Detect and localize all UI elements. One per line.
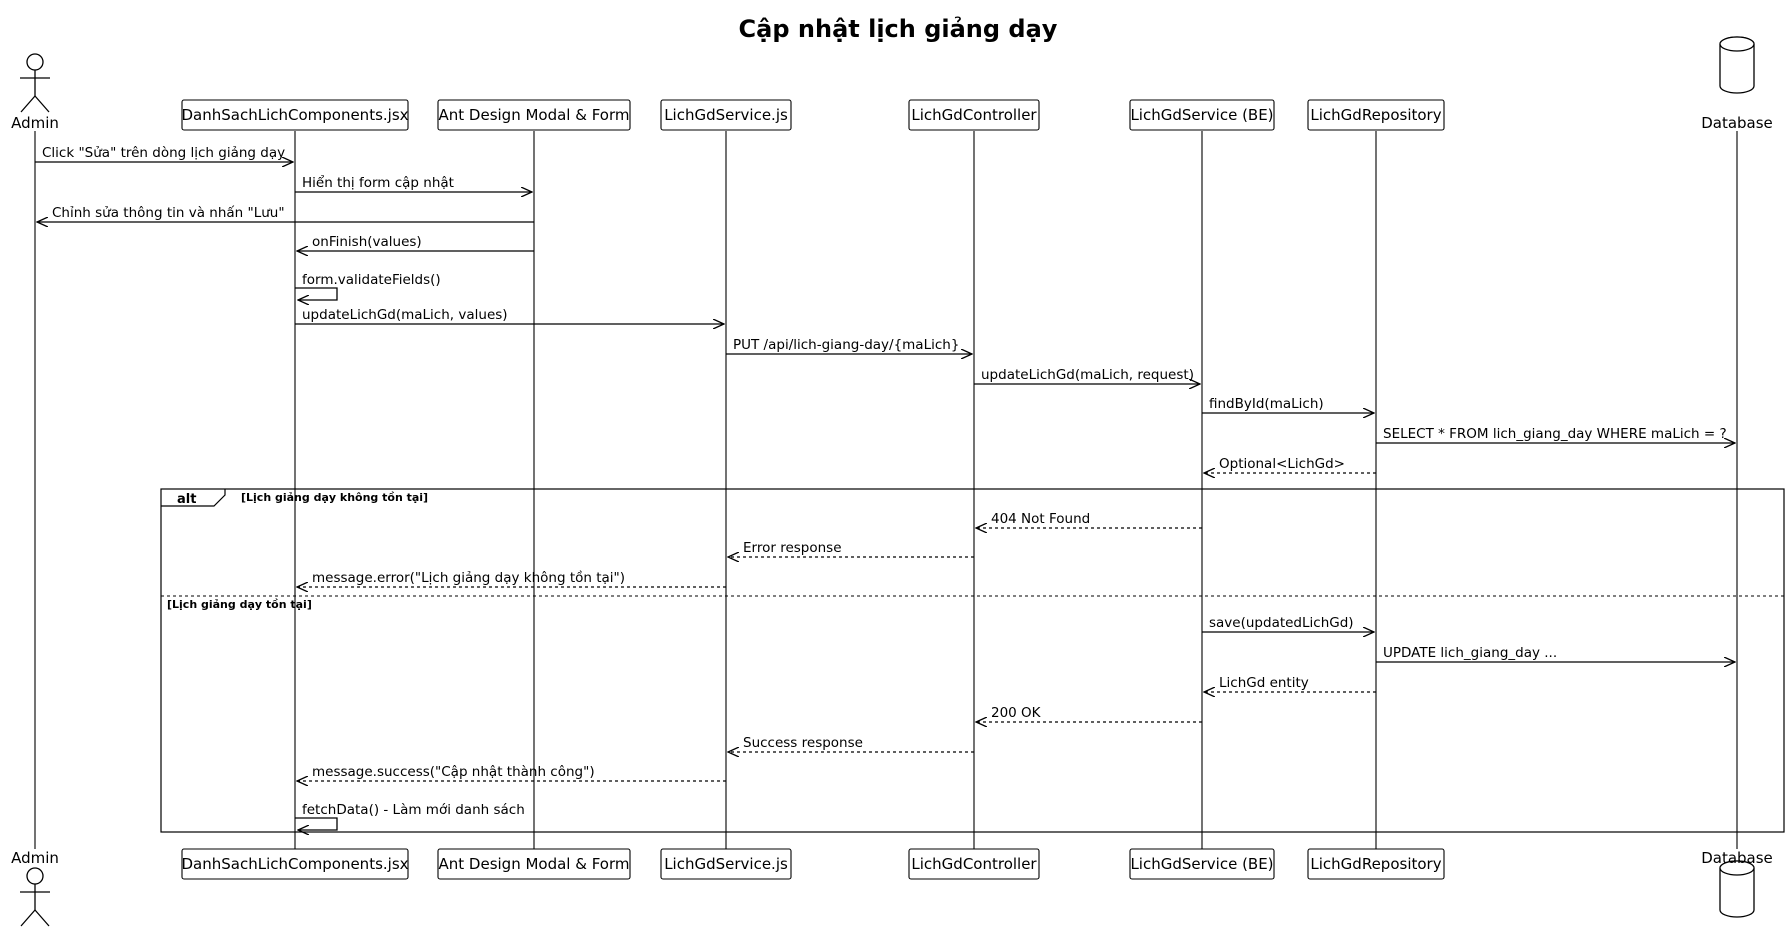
participant-label: Database: [1701, 114, 1773, 132]
participant-ctrl-top: LichGdController: [908, 99, 1040, 131]
participant-besvc-top: LichGdService (BE): [1129, 99, 1275, 131]
participants: AdminAdminDanhSachLichComponents.jsxDanh…: [11, 36, 1773, 927]
participant-label: LichGdService (BE): [1130, 106, 1273, 124]
message-3: Chỉnh sửa thông tin và nhấn "Lưu": [37, 205, 534, 222]
message-label: Optional<LichGd>: [1219, 456, 1345, 472]
messages: Click "Sửa" trên dòng lịch giảng dạyHiển…: [35, 145, 1735, 830]
participant-label: DanhSachLichComponents.jsx: [181, 855, 408, 873]
message-2: Hiển thị form cập nhật: [295, 174, 532, 192]
message-label: fetchData() - Làm mới danh sách: [302, 802, 525, 818]
participant-db-top: Database: [1701, 36, 1773, 132]
participant-label: Database: [1701, 849, 1773, 867]
message-12: 404 Not Found: [976, 511, 1202, 528]
message-label: updateLichGd(maLich, values): [302, 307, 508, 323]
message-4: onFinish(values): [297, 234, 534, 251]
message-label: PUT /api/lich-giang-day/{maLich}: [733, 337, 959, 353]
message-11: Optional<LichGd>: [1204, 456, 1376, 473]
participant-besvc-bottom: LichGdService (BE): [1129, 848, 1275, 880]
participant-label: LichGdRepository: [1310, 855, 1441, 873]
message-21: fetchData() - Làm mới danh sách: [295, 802, 525, 830]
lifelines: [34, 131, 1738, 849]
diagram-title: Cập nhật lịch giảng dạy: [739, 15, 1058, 43]
participant-label: LichGdService.js: [664, 855, 788, 873]
participant-ui-top: DanhSachLichComponents.jsx: [181, 99, 409, 131]
message-10: SELECT * FROM lich_giang_day WHERE maLic…: [1376, 426, 1735, 443]
message-9: findById(maLich): [1202, 396, 1374, 413]
participant-ctrl-bottom: LichGdController: [908, 848, 1040, 880]
message-17: LichGd entity: [1204, 675, 1376, 692]
message-label: Error response: [743, 540, 842, 556]
alt-keyword: alt: [177, 492, 196, 507]
alt-fragment: alt [Lịch giảng dạy không tồn tại] [Lịch g…: [160, 488, 1785, 833]
message-label: 404 Not Found: [991, 511, 1090, 527]
participant-modal-bottom: Ant Design Modal & Form: [437, 848, 631, 880]
message-7: PUT /api/lich-giang-day/{maLich}: [726, 337, 972, 354]
message-20: message.success("Cập nhật thành công"): [297, 764, 726, 781]
participant-label: LichGdService (BE): [1130, 855, 1273, 873]
message-label: save(updatedLichGd): [1209, 615, 1354, 631]
participant-label: DanhSachLichComponents.jsx: [181, 106, 408, 124]
message-label: LichGd entity: [1219, 675, 1309, 691]
participant-ui-bottom: DanhSachLichComponents.jsx: [181, 848, 409, 880]
actor-icon: [20, 867, 50, 927]
participant-label: Ant Design Modal & Form: [439, 106, 630, 124]
message-1: Click "Sửa" trên dòng lịch giảng dạy: [35, 145, 293, 162]
message-label: findById(maLich): [1209, 396, 1324, 412]
alt-tab: [161, 489, 226, 507]
database-icon: [1719, 860, 1755, 918]
message-label: updateLichGd(maLich, request): [981, 367, 1194, 383]
message-18: 200 OK: [976, 705, 1202, 722]
alt-frame: [160, 488, 1785, 833]
participant-label: LichGdController: [911, 855, 1037, 873]
message-15: save(updatedLichGd): [1202, 615, 1374, 632]
message-label: Success response: [743, 735, 863, 751]
participant-modal-top: Ant Design Modal & Form: [437, 99, 631, 131]
actor-icon: [20, 53, 50, 113]
message-16: UPDATE lich_giang_day ...: [1376, 645, 1735, 662]
participant-label: LichGdService.js: [664, 106, 788, 124]
message-19: Success response: [728, 735, 974, 752]
alt-condition-2: [Lịch giảng dạy tồn tại]: [167, 598, 312, 611]
participant-admin-top: Admin: [11, 53, 59, 132]
participant-repo-top: LichGdRepository: [1307, 99, 1445, 131]
message-6: updateLichGd(maLich, values): [295, 307, 724, 324]
alt-condition-1: [Lịch giảng dạy không tồn tại]: [241, 491, 428, 504]
participant-fesvc-bottom: LichGdService.js: [660, 848, 792, 880]
message-label: message.error("Lịch giảng dạy không tồn …: [312, 569, 625, 586]
message-label: form.validateFields(): [302, 272, 441, 288]
participant-repo-bottom: LichGdRepository: [1307, 848, 1445, 880]
message-label: Click "Sửa" trên dòng lịch giảng dạy: [42, 145, 285, 161]
self-message-arrow: [295, 287, 338, 300]
participant-label: LichGdRepository: [1310, 106, 1441, 124]
message-8: updateLichGd(maLich, request): [974, 367, 1200, 384]
participant-label: Admin: [11, 849, 59, 867]
message-label: 200 OK: [991, 705, 1042, 721]
participant-fesvc-top: LichGdService.js: [660, 99, 792, 131]
message-13: Error response: [728, 540, 974, 557]
participant-label: LichGdController: [911, 106, 1037, 124]
message-label: SELECT * FROM lich_giang_day WHERE maLic…: [1383, 426, 1727, 442]
message-label: message.success("Cập nhật thành công"): [312, 764, 595, 780]
message-5: form.validateFields(): [295, 272, 441, 300]
participant-db-bottom: Database: [1701, 849, 1773, 918]
message-label: Chỉnh sửa thông tin và nhấn "Lưu": [52, 205, 285, 221]
message-14: message.error("Lịch giảng dạy không tồn …: [297, 569, 726, 587]
message-label: onFinish(values): [312, 234, 422, 250]
message-label: Hiển thị form cập nhật: [302, 174, 454, 191]
self-message-arrow: [295, 817, 338, 830]
participant-label: Ant Design Modal & Form: [439, 855, 630, 873]
participant-label: Admin: [11, 114, 59, 132]
message-label: UPDATE lich_giang_day ...: [1383, 645, 1557, 661]
participant-admin-bottom: Admin: [11, 849, 59, 927]
database-icon: [1719, 36, 1755, 94]
